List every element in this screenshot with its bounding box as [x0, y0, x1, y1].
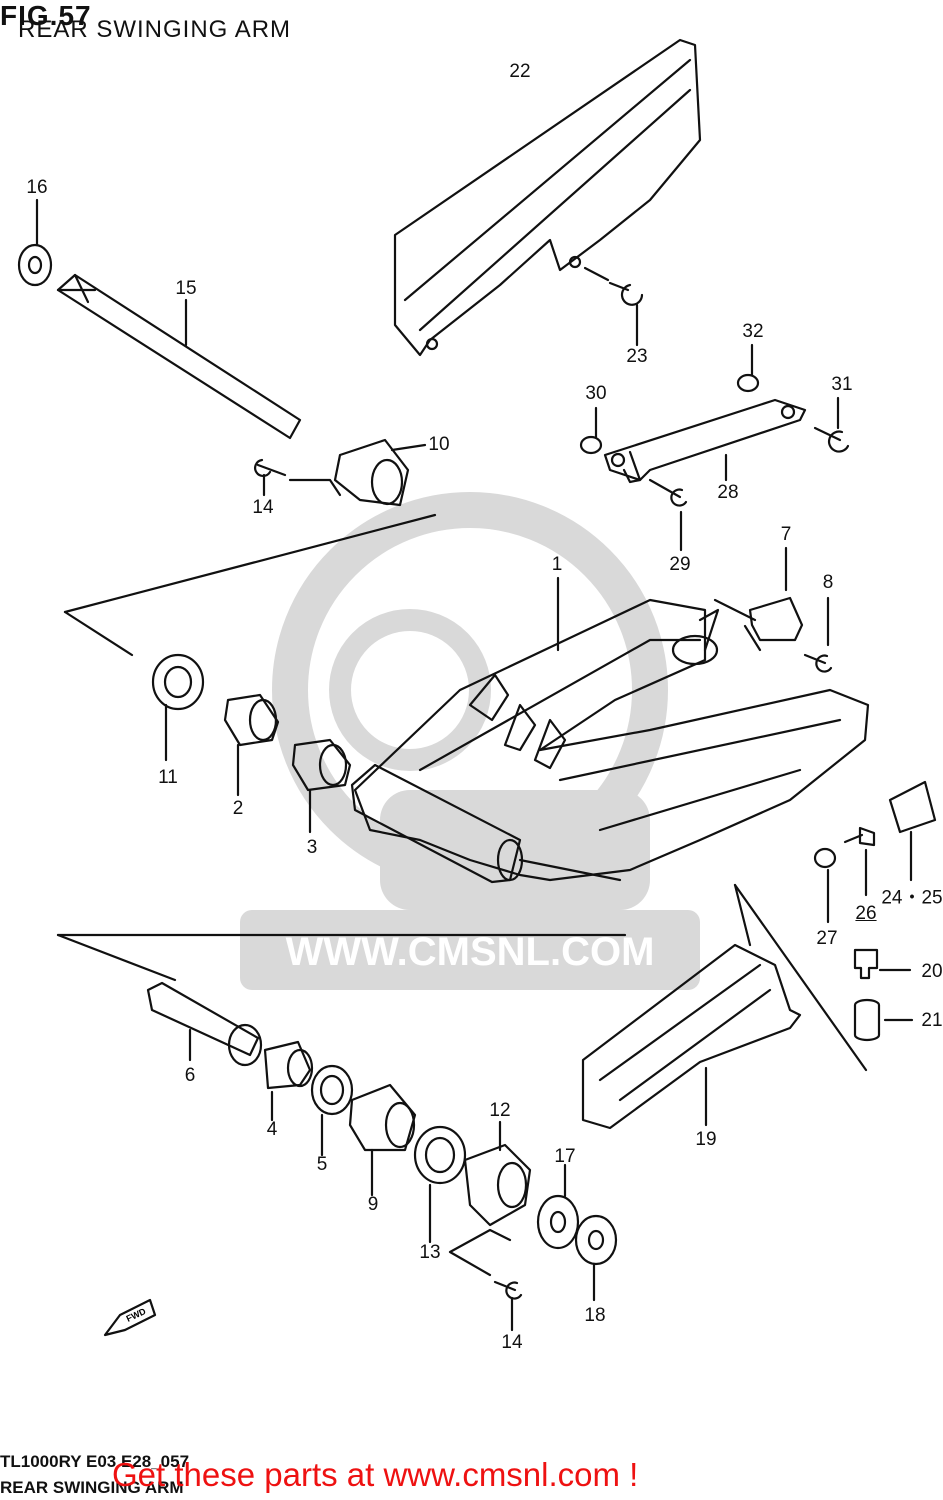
nut-27 — [813, 847, 837, 869]
watermark-text: WWW.CMSNL.COM — [286, 930, 655, 974]
bearing-3 — [291, 738, 352, 792]
figure-number: FIG.57 — [0, 0, 92, 31]
part-label[interactable]: 7 — [780, 524, 792, 545]
washer-16 — [17, 243, 53, 287]
part-label[interactable]: 1 — [551, 554, 563, 575]
footer-title: REAR SWINGING ARM — [0, 1478, 184, 1497]
part-label[interactable]: 19 — [695, 1129, 717, 1150]
part-label[interactable]: 28 — [717, 482, 739, 503]
part-label[interactable]: 2 — [232, 798, 244, 819]
block-24-25 — [888, 780, 937, 834]
watermark-logo — [240, 492, 700, 990]
part-label[interactable]: 6 — [184, 1065, 196, 1086]
part-label[interactable]: 14 — [252, 497, 274, 518]
part-label[interactable]: 10 — [428, 434, 450, 455]
part-label[interactable]: 31 — [831, 374, 853, 395]
chain-buffer-19 — [581, 943, 802, 1130]
part-label[interactable]: 18 — [584, 1305, 606, 1326]
bolt-26 — [843, 826, 876, 847]
bolt-20 — [853, 948, 879, 980]
bolt-31 — [813, 426, 850, 453]
part-label[interactable]: 12 — [489, 1100, 511, 1121]
part-label[interactable]: 29 — [669, 554, 691, 575]
part-label[interactable]: 32 — [742, 321, 764, 342]
part-label[interactable]: 20 — [921, 961, 943, 982]
part-label[interactable]: 13 — [419, 1242, 441, 1263]
part-label[interactable]: 30 — [585, 383, 607, 404]
nut-30 — [579, 435, 603, 455]
part-label[interactable]: 17 — [554, 1146, 576, 1167]
figure-subtitle: REAR SWINGING ARM — [18, 16, 292, 43]
part-label[interactable]: 8 — [822, 572, 834, 593]
ring-5 — [310, 1064, 354, 1116]
bolt-14-bottom — [493, 1280, 523, 1300]
bearing-4 — [263, 1040, 312, 1090]
ring-13 — [413, 1125, 467, 1185]
plate-7 — [748, 596, 804, 642]
part-label[interactable]: 21 — [921, 1010, 943, 1031]
torque-link-28 — [603, 398, 807, 482]
washer-18 — [574, 1214, 618, 1266]
bolt-8 — [803, 653, 833, 673]
fwd-arrow-icon — [103, 1298, 157, 1337]
bolt-14-top — [254, 458, 287, 477]
swingarm-pivot-shaft — [56, 273, 302, 440]
part-label[interactable]: 16 — [26, 177, 48, 198]
part-label[interactable]: 9 — [367, 1194, 379, 1215]
collar-21 — [853, 998, 881, 1042]
part-label[interactable]: 27 — [816, 928, 838, 949]
part-label[interactable]: 15 — [175, 278, 197, 299]
spacer-6 — [146, 981, 260, 1057]
chain-guard — [393, 38, 702, 357]
part-label[interactable]: 14 — [501, 1332, 523, 1353]
spacer-9 — [348, 1083, 417, 1152]
washer-17 — [536, 1194, 580, 1250]
part-label[interactable]: 11 — [158, 767, 178, 788]
nut-32 — [736, 373, 760, 393]
adjuster-12 — [463, 1143, 532, 1227]
bolt-29 — [648, 478, 688, 507]
part-label[interactable]: 5 — [316, 1154, 328, 1175]
adjuster-10 — [333, 438, 410, 507]
part-label[interactable]: 26 — [855, 903, 877, 924]
bearing-2 — [223, 693, 280, 747]
seal-11 — [151, 653, 205, 711]
part-label[interactable]: 4 — [266, 1119, 278, 1140]
part-label[interactable]: 23 — [626, 346, 648, 367]
model-code: TL1000RY E03 E28_057 — [0, 1452, 190, 1471]
part-label[interactable]: 24・25 — [881, 887, 943, 909]
part-label[interactable]: 3 — [306, 837, 318, 858]
bolt-23 — [608, 281, 644, 306]
part-label[interactable]: 22 — [509, 61, 531, 82]
cta-link[interactable]: Get these parts at www.cmsnl.com ! — [112, 1456, 639, 1493]
